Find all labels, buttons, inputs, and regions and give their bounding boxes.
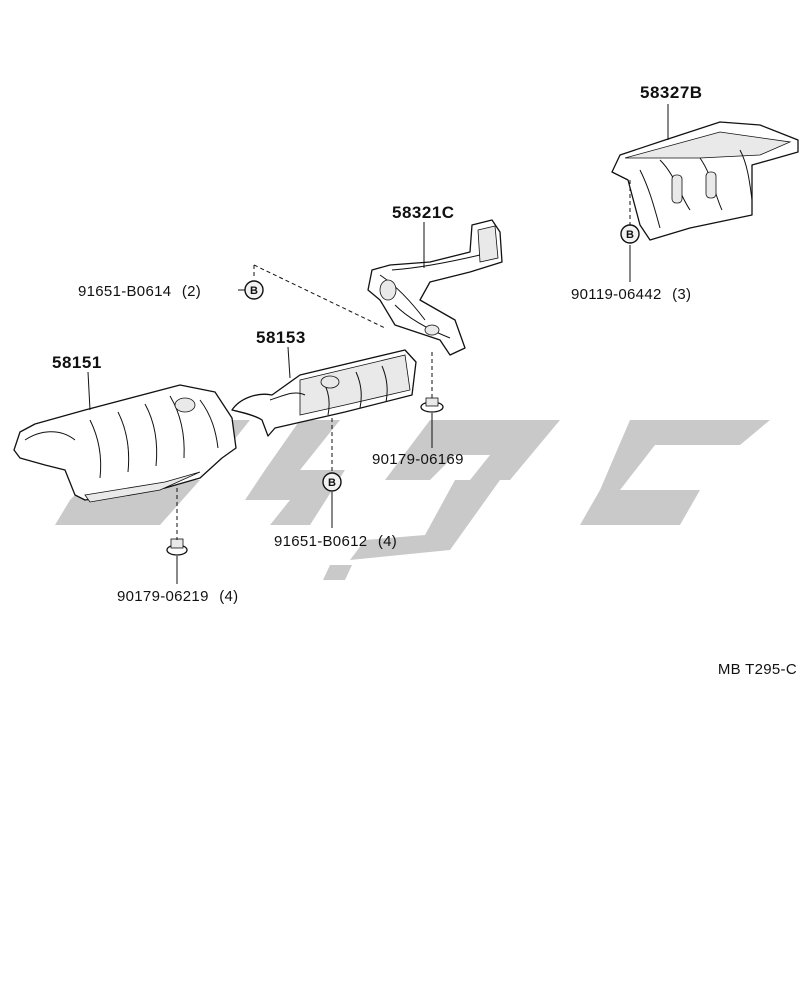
bolt-marker-label: B <box>250 285 258 297</box>
part-label-58321c: 58321C <box>392 203 455 222</box>
part-qty: (2) <box>182 283 201 300</box>
bolt-marker-label: B <box>328 477 336 489</box>
part-number: 91651-B0614 <box>78 283 171 300</box>
part-label-91651-b0612: 91651-B0612 (4) <box>274 533 397 550</box>
part-label-58151: 58151 <box>52 353 102 372</box>
heat-shield-58153[interactable] <box>231 349 417 437</box>
heat-shield-58321c[interactable] <box>367 219 503 356</box>
clip-90179-06169[interactable] <box>420 397 444 413</box>
heat-shield-58151[interactable] <box>13 384 237 503</box>
clip-90179-06219[interactable] <box>166 538 188 556</box>
part-qty: (3) <box>672 286 691 303</box>
part-number: 90119-06442 <box>571 286 662 303</box>
diagram-reference-code: MB T295-C <box>718 661 797 678</box>
part-number: 91651-B0612 <box>274 533 367 550</box>
part-label-90179-06219: 90179-06219 (4) <box>117 588 238 605</box>
part-label-90179-06169: 90179-06169 <box>372 451 464 468</box>
part-label-58153: 58153 <box>256 328 306 347</box>
bolt-marker-label: B <box>626 229 634 241</box>
bolt-marker-91651-b0614: B <box>244 280 264 300</box>
part-label-91651-b0614: 91651-B0614 (2) <box>78 283 201 300</box>
bolt-marker-90119-06442: B <box>620 224 640 244</box>
part-label-58327b: 58327B <box>640 83 703 102</box>
bolt-marker-91651-b0612: B <box>322 472 342 492</box>
heat-shield-58327b[interactable] <box>611 121 799 241</box>
part-label-90119-06442: 90119-06442 (3) <box>571 286 691 303</box>
leader-lines <box>87 104 669 584</box>
part-qty: (4) <box>378 533 397 550</box>
part-qty: (4) <box>219 588 238 605</box>
part-number: 90179-06219 <box>117 588 209 605</box>
